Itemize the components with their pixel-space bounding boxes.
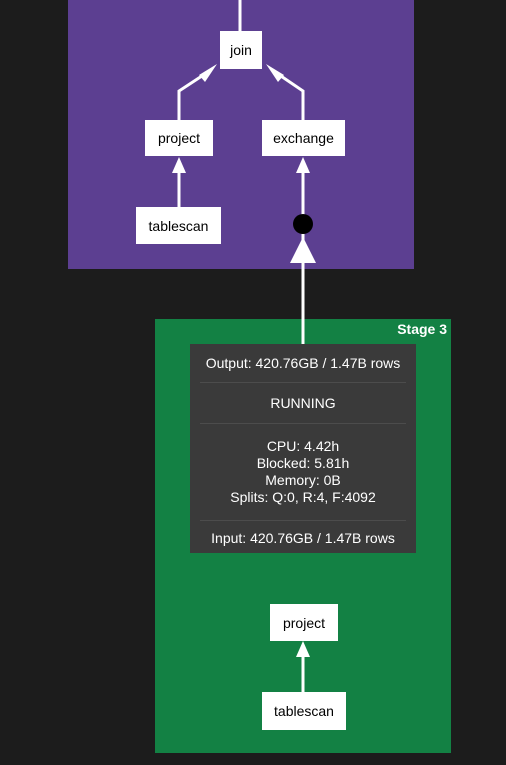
node-tablescan-upper[interactable]: tablescan <box>136 207 221 244</box>
arrowhead-tablescan-project-upper <box>172 157 186 173</box>
stats-blocked: Blocked: 5.81h <box>256 455 350 471</box>
node-tablescan-lower-label: tablescan <box>274 703 334 719</box>
node-tablescan-lower[interactable]: tablescan <box>262 692 346 730</box>
stats-memory: Memory: 0B <box>265 472 341 488</box>
stats-metrics-row: CPU: 4.42h Blocked: 5.81h Memory: 0B Spl… <box>200 424 406 521</box>
node-project-lower-label: project <box>282 614 326 631</box>
arrowhead-exchange-join <box>266 64 284 82</box>
node-join-label: join <box>230 42 252 58</box>
arrowhead-stage3-exchange <box>290 237 316 263</box>
exchange-connector-dot <box>293 214 313 234</box>
node-tablescan-upper-label: tablescan <box>148 217 209 234</box>
stats-input-row: Input: 420.76GB / 1.47B rows <box>200 521 406 555</box>
arrowhead-project-join <box>199 64 217 82</box>
stats-state: RUNNING <box>270 395 336 411</box>
stats-splits: Splits: Q:0, R:4, F:4092 <box>230 489 376 505</box>
node-join[interactable]: join <box>220 31 262 69</box>
stats-output: Output: 420.76GB / 1.47B rows <box>205 355 401 371</box>
stats-output-row: Output: 420.76GB / 1.47B rows <box>200 344 406 383</box>
node-exchange-label: exchange <box>273 130 334 146</box>
edge-exchange-to-join <box>274 70 305 120</box>
node-project-upper-label: project <box>157 130 201 146</box>
node-exchange[interactable]: exchange <box>262 120 345 156</box>
stats-state-row: RUNNING <box>200 383 406 424</box>
stats-cpu: CPU: 4.42h <box>266 438 340 454</box>
node-project-upper[interactable]: project <box>145 120 213 156</box>
arrowhead-into-exchange <box>296 157 310 173</box>
edge-project-to-join <box>177 70 209 120</box>
stats-input: Input: 420.76GB / 1.47B rows <box>211 530 395 546</box>
stage-3-label: Stage 3 <box>397 321 447 337</box>
node-project-lower[interactable]: project <box>270 604 338 641</box>
stage-3-stats-panel[interactable]: Output: 420.76GB / 1.47B rows RUNNING CP… <box>190 344 416 553</box>
arrowhead-tablescan-project-lower <box>296 641 310 657</box>
